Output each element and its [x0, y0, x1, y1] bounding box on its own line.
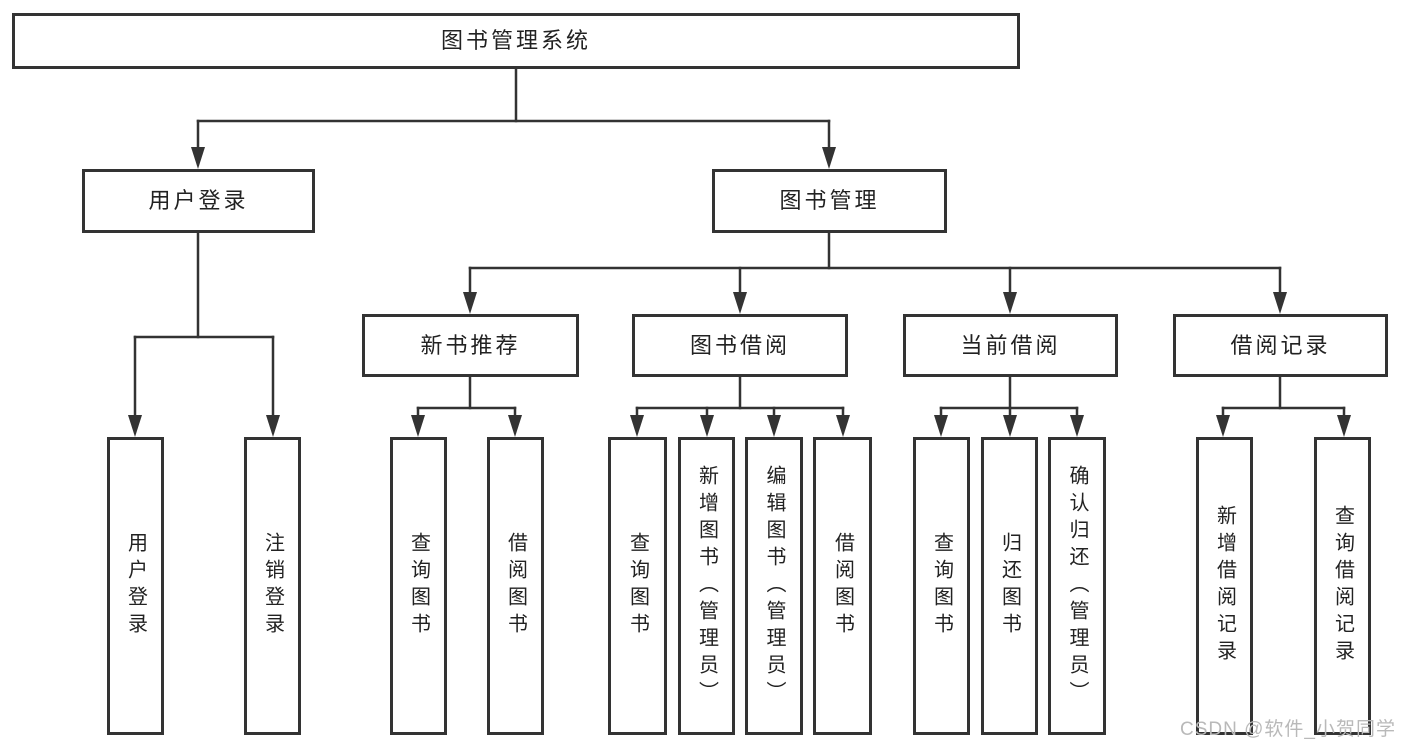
- node-label: 新增借阅记录: [1213, 505, 1236, 667]
- node-leaf-bb-query-books: 查询图书: [608, 437, 667, 735]
- node-label: 用户登录: [124, 532, 147, 640]
- arrowheads: [128, 147, 1351, 437]
- node-root: 图书管理系统: [12, 13, 1020, 69]
- node-leaf-nb-borrow-books: 借阅图书: [487, 437, 544, 735]
- node-label: 图书借阅: [689, 332, 790, 358]
- csdn-watermark: CSDN @软件_小贺同学: [1180, 719, 1396, 740]
- node-leaf-cb-confirm-return-admin: 确认归还（管理员）: [1048, 437, 1106, 735]
- node-leaf-br-query-record: 查询借阅记录: [1314, 437, 1371, 735]
- node-label: 借阅图书: [831, 532, 854, 640]
- node-label: 用户登录: [148, 188, 249, 213]
- node-leaf-bb-add-books-admin: 新增图书（管理员）: [678, 437, 735, 735]
- node-borrowing-records: 借阅记录: [1173, 314, 1388, 377]
- node-leaf-br-add-record: 新增借阅记录: [1196, 437, 1253, 735]
- node-leaf-bb-edit-books-admin: 编辑图书（管理员）: [745, 437, 803, 735]
- node-leaf-cb-return-books: 归还图书: [981, 437, 1038, 735]
- node-label: 图书管理系统: [440, 28, 591, 53]
- node-label: 查询图书: [407, 532, 430, 640]
- node-leaf-user-login: 用户登录: [107, 437, 164, 735]
- node-user-login: 用户登录: [82, 169, 315, 233]
- node-label: 借阅记录: [1230, 332, 1331, 358]
- node-book-borrowing: 图书借阅: [632, 314, 848, 377]
- node-label: 借阅图书: [504, 532, 527, 640]
- node-label: 新书推荐: [420, 332, 521, 358]
- node-label: 图书管理: [779, 188, 880, 213]
- node-leaf-nb-query-books: 查询图书: [390, 437, 447, 735]
- node-label: 当前借阅: [960, 332, 1061, 358]
- node-label: 查询借阅记录: [1331, 505, 1354, 667]
- node-book-management: 图书管理: [712, 169, 947, 233]
- node-current-borrowing: 当前借阅: [903, 314, 1118, 377]
- node-leaf-cb-query-books: 查询图书: [913, 437, 970, 735]
- node-new-book-recommend: 新书推荐: [362, 314, 579, 377]
- node-label: 归还图书: [998, 532, 1021, 640]
- node-label: 查询图书: [930, 532, 953, 640]
- node-label: 注销登录: [261, 532, 284, 640]
- node-label: 新增图书（管理员）: [695, 464, 718, 708]
- node-leaf-bb-borrow-books: 借阅图书: [813, 437, 872, 735]
- node-label: 确认归还（管理员）: [1066, 464, 1088, 708]
- node-label: 编辑图书（管理员）: [763, 464, 785, 708]
- node-leaf-logout: 注销登录: [244, 437, 301, 735]
- node-label: 查询图书: [626, 532, 649, 640]
